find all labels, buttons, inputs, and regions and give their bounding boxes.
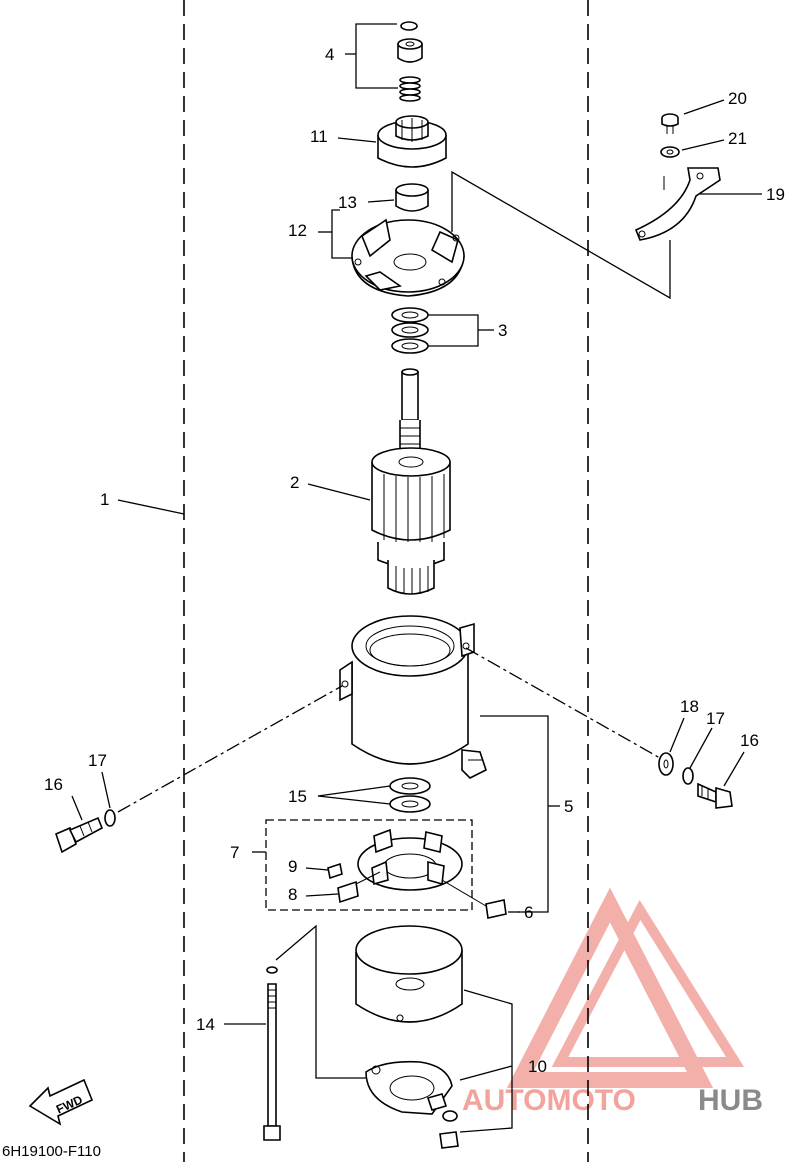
label-18: 18 [680, 697, 699, 716]
label-17-left: 17 [88, 751, 107, 770]
part-brush-holder [357, 828, 463, 891]
part-13-bushing [395, 183, 429, 212]
part-10-rear-cover [355, 925, 463, 1023]
leader-3-bracket [428, 314, 479, 347]
leader-10 [459, 1065, 513, 1081]
leader-15a [317, 785, 391, 797]
label-5: 5 [564, 797, 573, 816]
part-2-armature [371, 368, 451, 595]
part-3-washers [391, 307, 429, 354]
leader-21 [681, 139, 725, 151]
part-11-pinion-gear [377, 115, 447, 168]
part-4-clip-collar-spring [397, 21, 423, 102]
leader-15b [317, 795, 391, 805]
label-15: 15 [288, 787, 307, 806]
leader-9 [305, 867, 329, 871]
part-17-lock-washer-left [104, 809, 116, 827]
leader-13 [367, 199, 395, 203]
part-15-washers [389, 777, 431, 813]
label-7: 7 [230, 843, 239, 862]
leader-1 [117, 499, 185, 515]
axis-line-right [465, 647, 661, 759]
label-8: 8 [288, 885, 297, 904]
part-10-end-plate [365, 1060, 453, 1115]
label-14: 14 [196, 1015, 215, 1034]
leader-16-right [723, 751, 745, 787]
leader-4-bracket [355, 23, 398, 89]
label-6: 6 [524, 903, 533, 922]
watermark-text-secondary: HUB [698, 1084, 763, 1117]
watermark-text-primary: AUTOMOTO [462, 1084, 636, 1117]
label-9: 9 [288, 857, 297, 876]
label-11: 11 [310, 127, 328, 146]
part-9-screw [327, 862, 343, 880]
part-6-brush [441, 879, 507, 919]
label-1: 1 [100, 490, 109, 509]
leader-17-right [689, 727, 713, 769]
part-19-bracket [634, 167, 721, 241]
label-16-left: 16 [44, 775, 63, 794]
axis-line-left [117, 685, 343, 813]
part-21-washer [660, 146, 680, 158]
leader-17-left [101, 771, 111, 809]
leader-18 [669, 717, 685, 753]
part-10-washer-screw [439, 1110, 459, 1149]
connector-19-12 [451, 170, 671, 300]
part-18-washer-right [658, 752, 674, 776]
leader-16-left [71, 795, 83, 821]
label-16-right: 16 [740, 731, 759, 750]
part-20-bolt [661, 113, 679, 134]
leader-20 [683, 99, 725, 115]
label-4: 4 [325, 45, 334, 64]
diagram-code: 6H19100-F110 [2, 1143, 101, 1160]
label-10: 10 [528, 1057, 547, 1076]
watermark-logo-icon [506, 887, 745, 1088]
leader-8 [305, 893, 339, 897]
connector-14 [275, 924, 370, 1079]
part-12-front-bracket [351, 218, 465, 297]
leader-11 [337, 137, 377, 143]
brush-kit-box [265, 819, 473, 911]
label-2: 2 [290, 473, 299, 492]
label-20: 20 [728, 89, 747, 108]
part-14-through-bolt [263, 966, 281, 1141]
label-19: 19 [766, 185, 785, 204]
part-16-bolt-left [55, 816, 104, 854]
fwd-arrow-icon [28, 1078, 94, 1126]
label-17-right: 17 [706, 709, 725, 728]
label-3: 3 [498, 321, 507, 340]
leader-12-bracket [331, 209, 352, 259]
part-17-lock-washer-right [682, 767, 694, 785]
leader-5-bracket [480, 715, 549, 913]
part-8-brush [337, 871, 381, 904]
part-16-bolt-right [697, 782, 733, 809]
label-21: 21 [728, 129, 747, 148]
label-13: 13 [338, 193, 357, 212]
part-5-yoke [339, 615, 487, 779]
label-12: 12 [288, 221, 307, 240]
leader-2 [307, 483, 371, 501]
